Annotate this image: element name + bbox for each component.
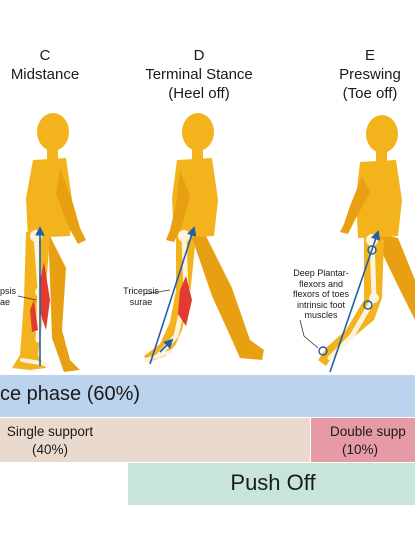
phase-d-title: D Terminal Stance (Heel off): [130, 46, 268, 103]
push-off-band: [128, 463, 415, 505]
double-support-label: Double supp: [330, 424, 406, 439]
stance-phase-label: ce phase (60%): [0, 383, 141, 405]
phase-e-letter: E: [364, 47, 375, 64]
phase-e-sub: (Toe off): [342, 85, 398, 102]
figure-e-preswing: [299, 115, 415, 373]
single-support-percent: (40%): [31, 442, 68, 457]
phase-d-letter: D: [193, 47, 205, 64]
single-support-label: Single support: [6, 424, 94, 439]
muscle-label-c: psis ae: [0, 286, 17, 307]
phase-c-name: Midstance: [10, 66, 80, 83]
figure-c-midstance: [12, 113, 86, 372]
muscle-label-e: Deep Plantar- flexors and flexors of toe…: [292, 268, 350, 320]
phase-c-title: C Midstance: [10, 46, 80, 84]
phase-d-name: Terminal Stance: [145, 66, 253, 83]
phase-e-title: E Preswing (Toe off): [325, 46, 415, 103]
gait-figures-illustration: [12, 113, 415, 373]
phase-d-sub: (Heel off): [168, 85, 230, 102]
phase-c-letter: C: [39, 47, 51, 64]
muscle-label-d: Tricepsis surae: [123, 286, 159, 307]
phase-e-name: Preswing: [339, 66, 401, 83]
double-support-percent: (10%): [341, 442, 378, 457]
push-off-label: Push Off: [230, 470, 316, 495]
figure-d-terminal-stance: [144, 113, 264, 365]
single-support-band: [0, 418, 310, 462]
double-support-band: [311, 418, 415, 462]
stance-phase-band: [0, 375, 415, 417]
